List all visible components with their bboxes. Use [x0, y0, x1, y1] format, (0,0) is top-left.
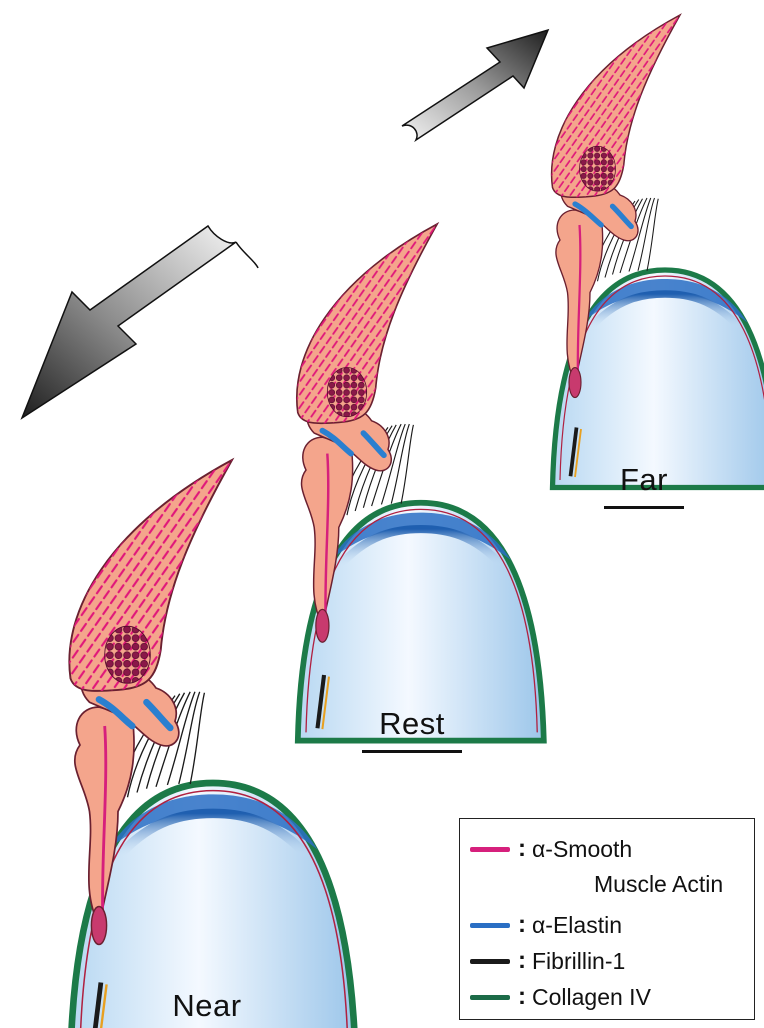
caption-rest: Rest [362, 706, 462, 753]
near-unit [69, 460, 355, 1028]
legend-colon: : [518, 911, 526, 939]
far-unit [552, 15, 764, 488]
caption-rest-underline [362, 750, 462, 753]
legend-item-sma: : α-Smooth [470, 835, 632, 863]
legend-item-fibrillin: : Fibrillin-1 [470, 947, 625, 975]
legend-label-sma: α-Smooth [532, 836, 632, 863]
legend-swatch-sma [470, 847, 510, 852]
rest-unit [297, 224, 544, 741]
legend-label-collagen: Collagen IV [532, 984, 651, 1011]
legend-colon: : [518, 835, 526, 863]
caption-near-text: Near [172, 988, 241, 1023]
legend-swatch-collagen [470, 995, 510, 1000]
caption-far-underline [604, 506, 684, 509]
arrow-near-direction [22, 226, 258, 418]
caption-near: Near [152, 988, 262, 1024]
legend: : α-Smooth Muscle Actin : α-Elastin : Fi… [459, 818, 755, 1020]
caption-far-text: Far [620, 462, 668, 497]
legend-swatch-fibrillin [470, 959, 510, 964]
caption-rest-text: Rest [379, 706, 445, 741]
legend-swatch-elastin [470, 923, 510, 928]
legend-label-elastin: α-Elastin [532, 912, 622, 939]
legend-label-fibrillin: Fibrillin-1 [532, 948, 625, 975]
legend-item-elastin: : α-Elastin [470, 911, 622, 939]
legend-sublabel-sma: Muscle Actin [594, 871, 723, 898]
legend-item-collagen: : Collagen IV [470, 983, 651, 1011]
caption-far: Far [604, 462, 684, 509]
legend-colon: : [518, 983, 526, 1011]
legend-colon: : [518, 947, 526, 975]
arrow-far-direction [402, 30, 548, 140]
